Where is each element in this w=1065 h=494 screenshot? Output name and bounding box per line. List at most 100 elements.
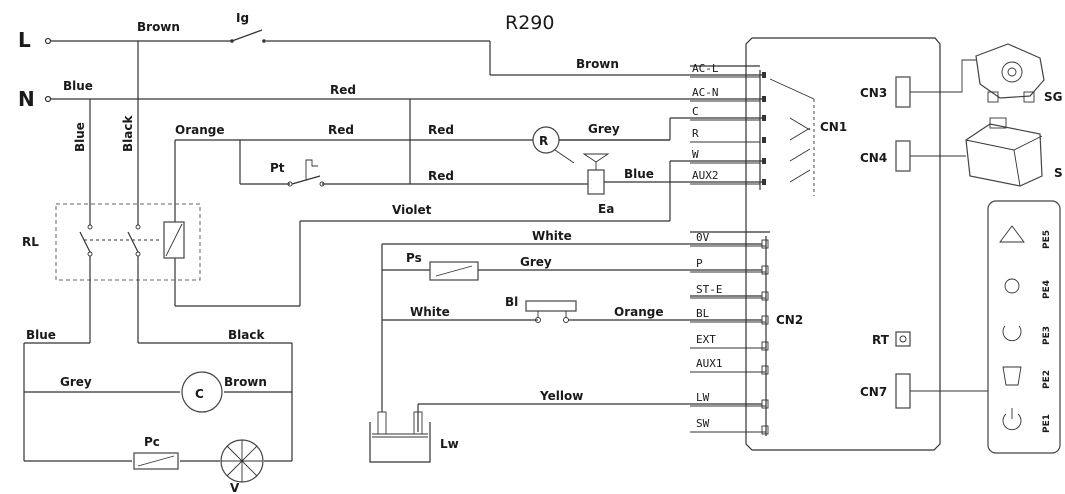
cn2-terminal-pin <box>761 365 769 375</box>
ignition-switch-label: Ig <box>236 11 249 25</box>
compressor-symbol <box>181 371 223 413</box>
cn1-terminal-label: AUX2 <box>692 169 719 182</box>
cn1-terminal-label: W <box>692 148 699 161</box>
mains-neutral-label: N <box>18 87 35 111</box>
panel-button-pe2[interactable]: PE2 <box>1002 366 1052 389</box>
flame-icon <box>999 225 1025 243</box>
fan-symbol <box>220 439 264 483</box>
wire-lower-circuit <box>23 256 293 462</box>
cn1-terminal-pin <box>762 115 766 121</box>
panel-button-pe4[interactable]: PE4 <box>1004 278 1052 299</box>
control-panel <box>987 200 1061 454</box>
cn7-label: CN7 <box>860 385 887 399</box>
wire-label-grey-r: Grey <box>588 122 620 136</box>
cn2-terminal-pin <box>761 291 769 301</box>
diagram-title: R290 <box>505 12 554 34</box>
thermostat-switch-label: Pt <box>270 161 285 175</box>
relay-contacts <box>79 221 185 259</box>
gas-valve-label: Ea <box>598 202 614 216</box>
tank-icon <box>1002 366 1022 386</box>
remote-sensor-label: RT <box>872 333 890 347</box>
wire-label-grey-c: Grey <box>60 375 92 389</box>
wire-label-white-0v: White <box>532 229 572 243</box>
pt-switch-symbol <box>287 159 325 187</box>
sg-label: SG <box>1044 90 1063 104</box>
cn1-terminal-label: AC-L <box>692 62 719 75</box>
cn2-terminal-pin <box>761 315 769 325</box>
panel-button-label: PE1 <box>1042 414 1052 433</box>
panel-button-pe1[interactable]: PE1 <box>1002 408 1052 433</box>
sun-icon <box>1004 278 1020 294</box>
sg-device-icon <box>975 43 1045 103</box>
wire-label-violet: Violet <box>392 203 432 217</box>
thermostat-arrow <box>554 149 575 164</box>
cn1-terminal-pin <box>762 179 766 185</box>
cn1-relay-switches <box>769 78 815 196</box>
cn4-connector <box>895 140 911 172</box>
fan-label: V <box>230 481 240 494</box>
line-terminal <box>44 37 52 45</box>
room-thermostat-label: R <box>539 134 548 148</box>
wire-label-blue-n: Blue <box>63 79 93 93</box>
cn2-terminal-pin <box>761 265 769 275</box>
neutral-terminal <box>44 95 52 103</box>
cn1-terminal-pin <box>762 72 766 78</box>
control-board-outline <box>745 37 941 451</box>
cn1-label: CN1 <box>820 120 847 134</box>
wire-brown-line <box>51 29 762 225</box>
cn2-terminal-label: SW <box>696 417 710 430</box>
cn2-terminal-pin <box>761 341 769 351</box>
panel-button-label: PE4 <box>1042 280 1052 299</box>
cn2-label: CN2 <box>776 313 803 327</box>
wire-label-brown-c: Brown <box>224 375 267 389</box>
compressor-label: C <box>195 387 204 401</box>
cn2-terminal-label: P <box>696 257 703 270</box>
gas-valve-symbol <box>582 153 762 195</box>
wire-label-red-n: Red <box>330 83 356 97</box>
blocking-label: Bl <box>505 295 518 309</box>
cn1-terminal-label: AC-N <box>692 86 719 99</box>
cn2-terminal-pin <box>761 399 769 409</box>
wire-label-red-mid1: Red <box>328 123 354 137</box>
cn1-terminal-block <box>690 65 761 190</box>
rt-connector <box>895 331 911 347</box>
panel-button-label: PE2 <box>1042 370 1052 389</box>
wire-label-white-bl: White <box>410 305 450 319</box>
compressor-protector-symbol <box>133 452 179 470</box>
wire-label-black-vertical: Black <box>121 115 135 152</box>
cn2-terminal-label: AUX1 <box>696 357 723 370</box>
level-sensor-symbol <box>369 403 762 463</box>
cycle-icon <box>1002 325 1022 342</box>
wire-white-0v <box>381 243 762 412</box>
wire-label-blue-vertical: Blue <box>73 122 87 152</box>
cn2-terminal-label: LW <box>696 391 710 404</box>
wire-label-orange-top: Orange <box>175 123 225 137</box>
panel-button-pe3[interactable]: PE3 <box>1002 325 1052 345</box>
cn2-terminal-pin <box>761 239 769 249</box>
wire-label-orange-bl: Orange <box>614 305 664 319</box>
power-icon <box>1002 413 1022 431</box>
cn7-connector <box>895 373 911 409</box>
wire-cn3 <box>910 59 976 93</box>
wire-label-brown-top: Brown <box>137 20 180 34</box>
relay-label: RL <box>22 235 39 249</box>
s-device-icon <box>965 117 1043 187</box>
compressor-protector-label: Pc <box>144 435 160 449</box>
cn2-terminal-block <box>690 231 770 436</box>
wire-label-red-mid2: Red <box>428 123 454 137</box>
mains-line-label: L <box>18 28 31 52</box>
panel-button-label: PE3 <box>1042 326 1052 345</box>
level-sensor-label: Lw <box>440 437 459 451</box>
wire-label-grey-p: Grey <box>520 255 552 269</box>
cn2-terminal-label: 0V <box>696 231 710 244</box>
pressure-switch-label: Ps <box>406 251 422 265</box>
cn1-terminal-pin <box>762 158 766 164</box>
panel-button-pe5[interactable]: PE5 <box>999 225 1052 249</box>
wire-label-blue-left: Blue <box>26 328 56 342</box>
cn3-connector <box>895 76 911 108</box>
blocking-symbol <box>382 300 762 323</box>
